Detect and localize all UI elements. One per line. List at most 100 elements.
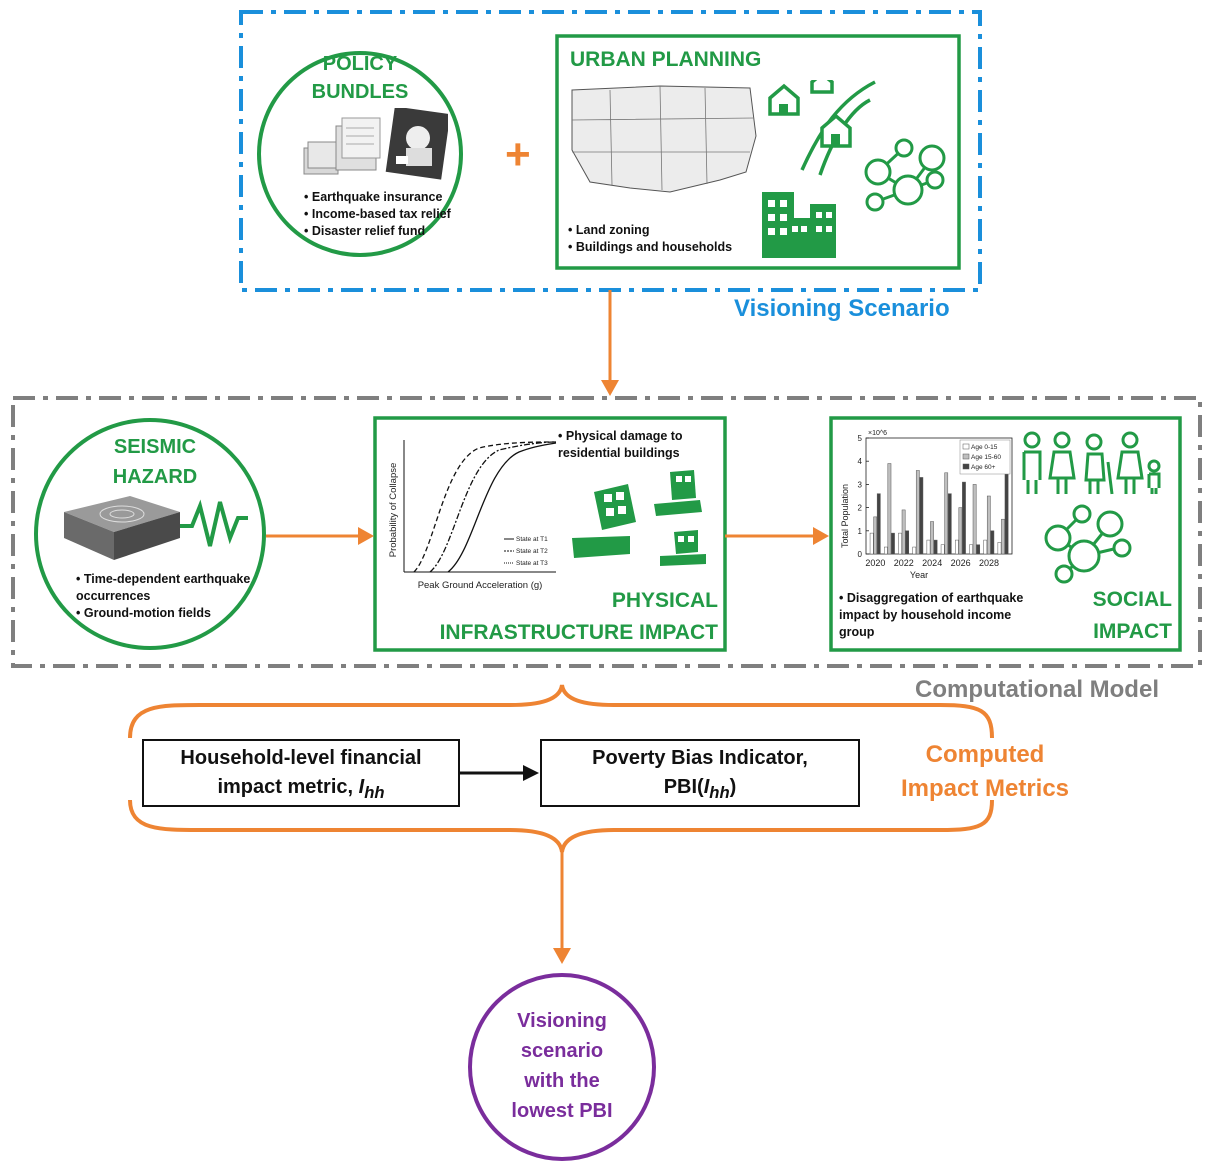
y-tick-label: 3 — [858, 480, 863, 489]
fragility-chart: Probability of Collapse Peak Ground Acce… — [388, 440, 557, 591]
legend-swatch — [962, 443, 970, 450]
pbi-line1: Poverty Bias Indicator, — [592, 747, 808, 769]
bar-age-60- — [933, 539, 938, 555]
seismic-hazard-title: SEISMIC HAZARD — [90, 432, 220, 492]
urban-bullet: Land zoning — [568, 222, 768, 239]
bar-age-15-60 — [1001, 518, 1005, 555]
final-result-text: Visioning scenario with the lowest PBI — [482, 1006, 642, 1126]
bar-age-0-15 — [940, 544, 945, 555]
computed-metrics-line2: Impact Metrics — [900, 775, 1070, 802]
bar-age-0-15 — [983, 539, 988, 555]
bar-age-0-15 — [884, 546, 888, 555]
bar-age-15-60 — [930, 521, 934, 555]
bar-age-15-60 — [887, 463, 892, 555]
fragility-legend-t2: State at T2 — [516, 548, 548, 555]
social-title-line1: SOCIAL — [1092, 588, 1172, 611]
fragility-legend-t1: State at T1 — [516, 536, 548, 543]
documents-illustration — [303, 108, 448, 180]
policy-bullets: Earthquake insurance Income-based tax re… — [304, 189, 484, 240]
seismic-title-line2: HAZARD — [112, 466, 198, 488]
metric-symbol: I — [358, 776, 365, 798]
final-result-circle — [468, 973, 656, 1161]
bar-age-60- — [891, 532, 895, 555]
policy-title-line2: BUNDLES — [311, 81, 409, 103]
pbi-symbol: I — [703, 776, 710, 798]
x-tick-label: 2020 — [865, 558, 885, 568]
fragility-curve-t1 — [413, 441, 557, 573]
computed-metrics-label: Computed Impact Metrics — [880, 738, 1090, 806]
bar-age-60- — [947, 493, 952, 555]
urban-bullet: Buildings and households — [568, 239, 768, 256]
physical-title-line2: INFRASTRUCTURE IMPACT — [439, 621, 718, 644]
bar-age-60- — [919, 477, 924, 555]
y-tick-label: 4 — [858, 457, 863, 466]
social-title-line2: IMPACT — [1093, 620, 1172, 643]
social-network-icon-2 — [1044, 504, 1132, 584]
bar-age-0-15 — [926, 539, 931, 555]
final-line: with the — [524, 1070, 600, 1092]
social-bullet: Disaggregation of earthquake impact by h… — [839, 590, 1049, 641]
y-tick-label: 5 — [858, 434, 863, 443]
family-icon — [1022, 431, 1161, 495]
bar-age-60- — [1004, 472, 1009, 555]
computed-metrics-line1: Computed — [925, 741, 1045, 768]
bar-age-60- — [876, 493, 881, 555]
pbi-suffix: ) — [729, 776, 737, 798]
fragility-y-label: Probability of Collapse — [388, 463, 399, 558]
bar-age-0-15 — [997, 542, 1002, 555]
visioning-scenario-label: Visioning Scenario — [734, 295, 950, 322]
bar-age-0-15 — [912, 546, 917, 555]
y-axis-label: Total Population — [840, 484, 850, 548]
bar-age-0-15 — [969, 544, 973, 555]
urban-planning-title: URBAN PLANNING — [570, 48, 762, 71]
x-tick-label: 2024 — [922, 558, 942, 568]
computational-model-frame — [11, 396, 1202, 668]
fragility-legend: State at T1 State at T2 State at T3 — [504, 536, 548, 567]
legend-swatch — [962, 453, 970, 460]
top-brace — [128, 684, 994, 739]
paper-stack-icon — [303, 117, 381, 175]
x-tick-label: 2026 — [951, 558, 971, 568]
fragility-legend-t3: State at T3 — [516, 560, 548, 567]
seismic-title-line1: SEISMIC — [113, 436, 197, 458]
seismic-bullet: Time-dependent earthquake occurrences — [76, 571, 256, 605]
fragility-x-label: Peak Ground Acceleration (g) — [418, 580, 543, 591]
y-tick-label: 2 — [858, 504, 863, 513]
bar-age-15-60 — [873, 516, 878, 555]
legend-label: Age 60+ — [971, 464, 996, 471]
y-multiplier: ×10^6 — [868, 430, 887, 437]
bar-age-60- — [990, 530, 995, 555]
arrow-physical-to-social — [725, 527, 829, 545]
x-tick-label: 2028 — [979, 558, 999, 568]
final-line: Visioning — [517, 1010, 607, 1032]
y-tick-label: 0 — [858, 550, 863, 559]
final-line: lowest PBI — [511, 1100, 613, 1122]
seismic-illustration — [64, 496, 248, 560]
household-metric-prefix: impact metric, — [217, 776, 359, 798]
metric-subscript: hh — [364, 783, 385, 802]
physical-bullet: Physical damage to residential buildings — [558, 428, 718, 462]
physical-title-line1: PHYSICAL — [611, 589, 718, 612]
fault-block-icon — [64, 496, 180, 560]
fragility-curve-t2 — [429, 441, 557, 573]
physical-title: PHYSICAL INFRASTRUCTURE IMPACT — [400, 585, 718, 649]
pbi-box — [540, 739, 860, 807]
bar-age-15-60 — [915, 470, 920, 555]
arrow-seismic-to-physical — [266, 527, 374, 545]
policy-bullet: Disaster relief fund — [304, 223, 484, 240]
policy-bullet: Income-based tax relief — [304, 206, 484, 223]
household-metric-line2: impact metric, Ihh — [143, 773, 459, 807]
seismograph-wave-icon — [180, 499, 248, 547]
bar-age-60- — [962, 481, 966, 555]
seismic-bullets: Time-dependent earthquake occurrences Gr… — [76, 571, 256, 622]
social-network-icon — [864, 138, 946, 212]
buildings-icon — [762, 192, 836, 258]
policy-title-line1: POLICY — [322, 53, 398, 75]
bottom-brace — [128, 799, 994, 853]
pbi-prefix: PBI( — [663, 776, 704, 798]
bar-age-15-60 — [972, 484, 977, 555]
physical-bullet-text: Physical damage to residential buildings — [558, 428, 718, 462]
final-line: scenario — [520, 1040, 604, 1062]
